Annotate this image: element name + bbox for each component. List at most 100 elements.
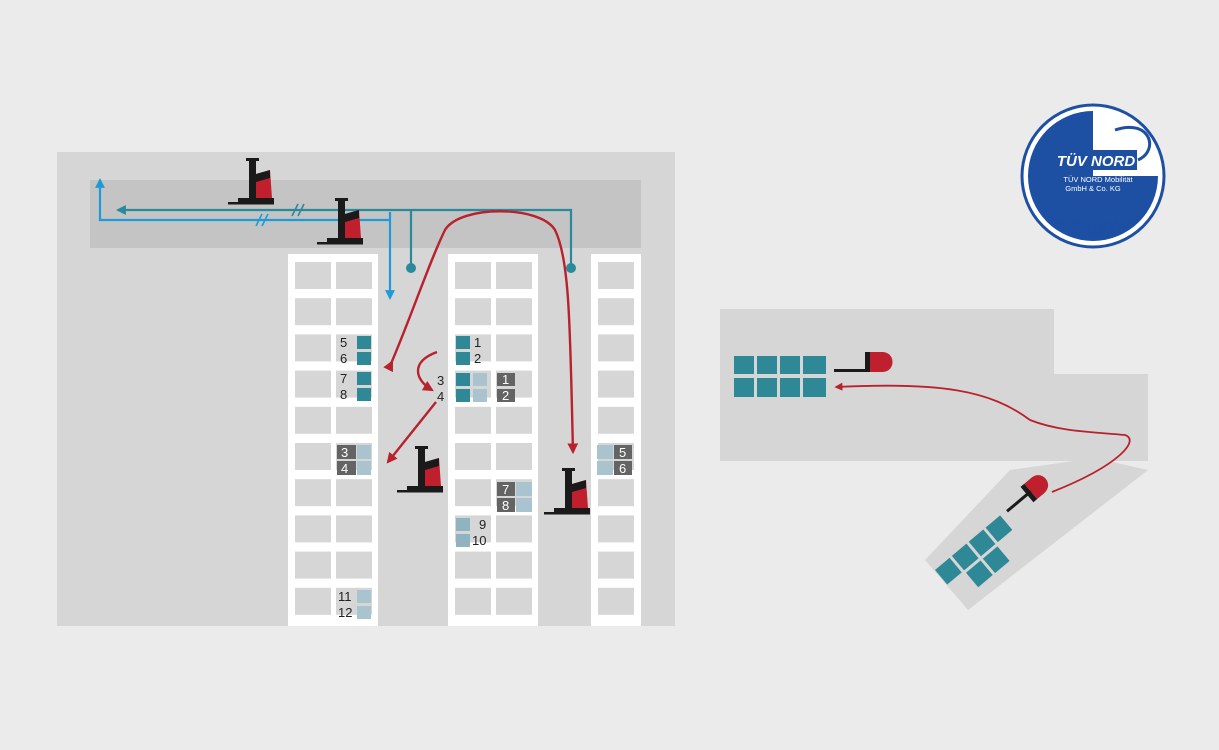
pallet-icon <box>357 445 371 459</box>
forklift-icon <box>834 352 893 372</box>
rack-slot <box>598 515 634 543</box>
rack-slot <box>496 406 532 434</box>
rack-slot <box>496 443 532 470</box>
pallet-icon <box>985 515 1013 543</box>
rack-b-dark-label-7: 7 <box>502 482 509 497</box>
rack-slot <box>455 298 491 326</box>
pallet-icon <box>780 378 800 397</box>
pallet-icon <box>757 356 777 374</box>
pallet-icon <box>780 356 800 374</box>
pallet-icon <box>734 378 754 397</box>
seal-brand: TÜV NORD <box>1057 153 1136 170</box>
rack-slot <box>496 551 532 579</box>
pallet-icon <box>473 389 487 402</box>
pallet-icon <box>968 529 996 557</box>
rack-a-label-11: 11 <box>338 589 352 604</box>
rack-a <box>288 254 378 626</box>
slot-dark <box>614 461 632 475</box>
pallet-icon <box>803 378 826 397</box>
main-aisle <box>90 180 641 248</box>
red-route-loading <box>834 382 1131 493</box>
rack-slot <box>295 262 331 289</box>
rack-a-label-12: 12 <box>338 605 352 620</box>
rack-slot <box>336 406 372 434</box>
slot-dark <box>497 373 515 386</box>
rack-slot <box>598 334 634 362</box>
rack-slot <box>455 406 491 434</box>
rack-slot <box>496 262 532 289</box>
pallet-icon <box>357 336 371 349</box>
slot-dark <box>337 461 356 475</box>
pallet-icon <box>357 388 371 401</box>
pallet-icon <box>357 372 371 385</box>
rack-slot <box>336 298 372 326</box>
red-route <box>383 210 579 464</box>
rack-a-label-5: 5 <box>340 335 347 350</box>
rack-slot <box>455 587 491 615</box>
rack-a-label-7: 7 <box>340 371 347 386</box>
rack-b-label-1: 1 <box>474 335 481 350</box>
rack-slot <box>336 262 372 289</box>
pallet-icon <box>456 373 470 386</box>
rack-b-label-2: 2 <box>474 351 481 366</box>
rack-b-pallets: 1 2 1 2 7 8 9 10 <box>456 335 532 548</box>
rack-slot <box>598 370 634 398</box>
rack-b-dark-label-2: 2 <box>502 388 509 403</box>
pallet-icon <box>357 461 371 475</box>
pallet-icon <box>456 336 470 349</box>
pallet-icon <box>357 352 371 365</box>
rack-slot <box>455 551 491 579</box>
rack-slot <box>295 334 331 362</box>
slot-dark <box>614 445 632 459</box>
pallet-icon <box>965 560 993 588</box>
pallet-icon <box>456 534 470 547</box>
pallet-icon <box>516 498 532 512</box>
pallet-icon <box>456 389 470 402</box>
rack-slot <box>455 262 491 289</box>
forklift-icon <box>1006 475 1049 513</box>
seal-company-line2: GmbH & Co. KG <box>1065 184 1121 193</box>
rack-slot <box>295 587 331 615</box>
rack-slot <box>336 479 372 507</box>
pallet-icon <box>597 461 613 475</box>
teal-route <box>116 203 576 273</box>
pallet-icon <box>357 606 371 619</box>
pallet-icon <box>516 482 532 496</box>
rack-slot <box>598 587 634 615</box>
pallet-group-truck <box>935 515 1013 588</box>
loading-area <box>720 309 1148 610</box>
rack-slot <box>455 479 491 507</box>
blue-route <box>95 178 395 300</box>
pallet-icon <box>803 356 826 374</box>
rack-slot <box>598 262 634 289</box>
rack-slot <box>598 551 634 579</box>
rack-b-label-10: 10 <box>472 533 486 548</box>
rack-slot <box>598 298 634 326</box>
rack-a-label-6: 6 <box>340 351 347 366</box>
slot-dark <box>497 498 515 512</box>
pallet-icon <box>935 557 962 585</box>
slot-dark <box>497 389 515 402</box>
seal-cert-line1: Zertifizierter <box>1067 217 1121 233</box>
rack-a-pallets: 5 6 7 8 3 4 11 12 <box>337 335 371 620</box>
rack-slot <box>496 587 532 615</box>
pallet-icon <box>357 590 371 603</box>
pallet-icon <box>597 445 613 459</box>
rack-c-pallets: 5 6 <box>597 445 632 476</box>
rack-slot <box>295 298 331 326</box>
rack-slot <box>336 515 372 543</box>
rack-slot <box>496 334 532 362</box>
rack-a-label-8: 8 <box>340 387 347 402</box>
rack-c-dark-label-5: 5 <box>619 445 626 460</box>
pallet-icon <box>456 352 470 365</box>
rack-slot <box>336 551 372 579</box>
rack-a-dark-label-3: 3 <box>341 445 348 460</box>
rack-slot <box>295 443 331 470</box>
rack-c-dark-label-6: 6 <box>619 461 626 476</box>
pallet-group-top <box>734 356 826 397</box>
rack-slot <box>295 406 331 434</box>
aisle-label-4: 4 <box>437 389 444 404</box>
pallet-icon <box>473 373 487 386</box>
rack-b-label-9: 9 <box>479 517 486 532</box>
svg-text:Zertifizierter: Zertifizierter <box>1067 217 1121 233</box>
